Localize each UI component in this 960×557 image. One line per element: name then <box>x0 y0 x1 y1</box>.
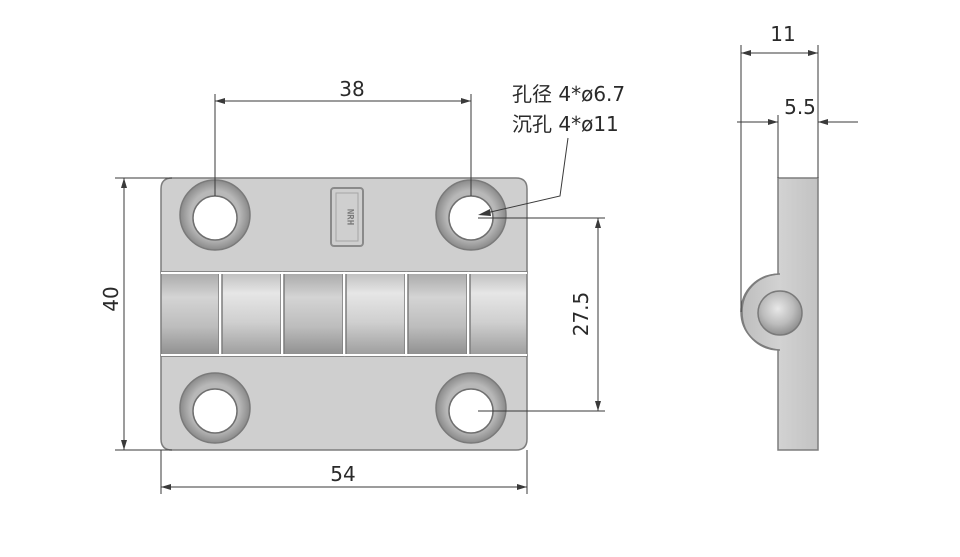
knuckle-5 <box>407 271 468 357</box>
brand-logo: NRH <box>330 187 364 247</box>
dimension-overall-height: 40 <box>99 177 172 451</box>
hole-note-line-2: 沉孔 4*ø11 <box>512 112 619 136</box>
knuckle-3 <box>283 271 344 357</box>
hole-note-callout: 孔径 4*ø6.7 沉孔 4*ø11 <box>478 82 625 216</box>
dim-40-label: 40 <box>99 286 123 311</box>
dim-5-5-label: 5.5 <box>784 95 816 119</box>
knuckle-1 <box>160 271 220 357</box>
hinge-pin <box>757 290 803 336</box>
logo-text: NRH <box>345 209 355 225</box>
mounting-hole-top-right <box>435 179 507 251</box>
mounting-hole-bottom-right <box>435 372 507 444</box>
dimension-overall-width: 54 <box>160 450 528 494</box>
hole-note-line-1: 孔径 4*ø6.7 <box>512 82 625 106</box>
dimension-side-thickness: 11 <box>740 22 819 312</box>
knuckle-6 <box>469 271 528 357</box>
dim-11-label: 11 <box>770 22 795 46</box>
bottom-leaf-plate <box>160 355 528 451</box>
dim-54-label: 54 <box>330 462 355 486</box>
knuckle-row <box>160 271 528 357</box>
dimension-hole-spacing-vertical: 27.5 <box>478 217 605 412</box>
knuckle-2 <box>221 271 282 357</box>
dim-27-5-label: 27.5 <box>569 292 593 337</box>
front-view: NRH 38 54 40 <box>99 77 625 494</box>
mounting-hole-top-left <box>179 179 251 251</box>
dim-38-label: 38 <box>339 77 364 101</box>
dimension-hole-spacing-horizontal: 38 <box>214 77 472 196</box>
knuckle-4 <box>345 271 406 357</box>
dimension-side-half: 5.5 <box>737 95 858 178</box>
side-view: 11 5.5 <box>737 22 858 451</box>
mounting-hole-bottom-left <box>179 372 251 444</box>
